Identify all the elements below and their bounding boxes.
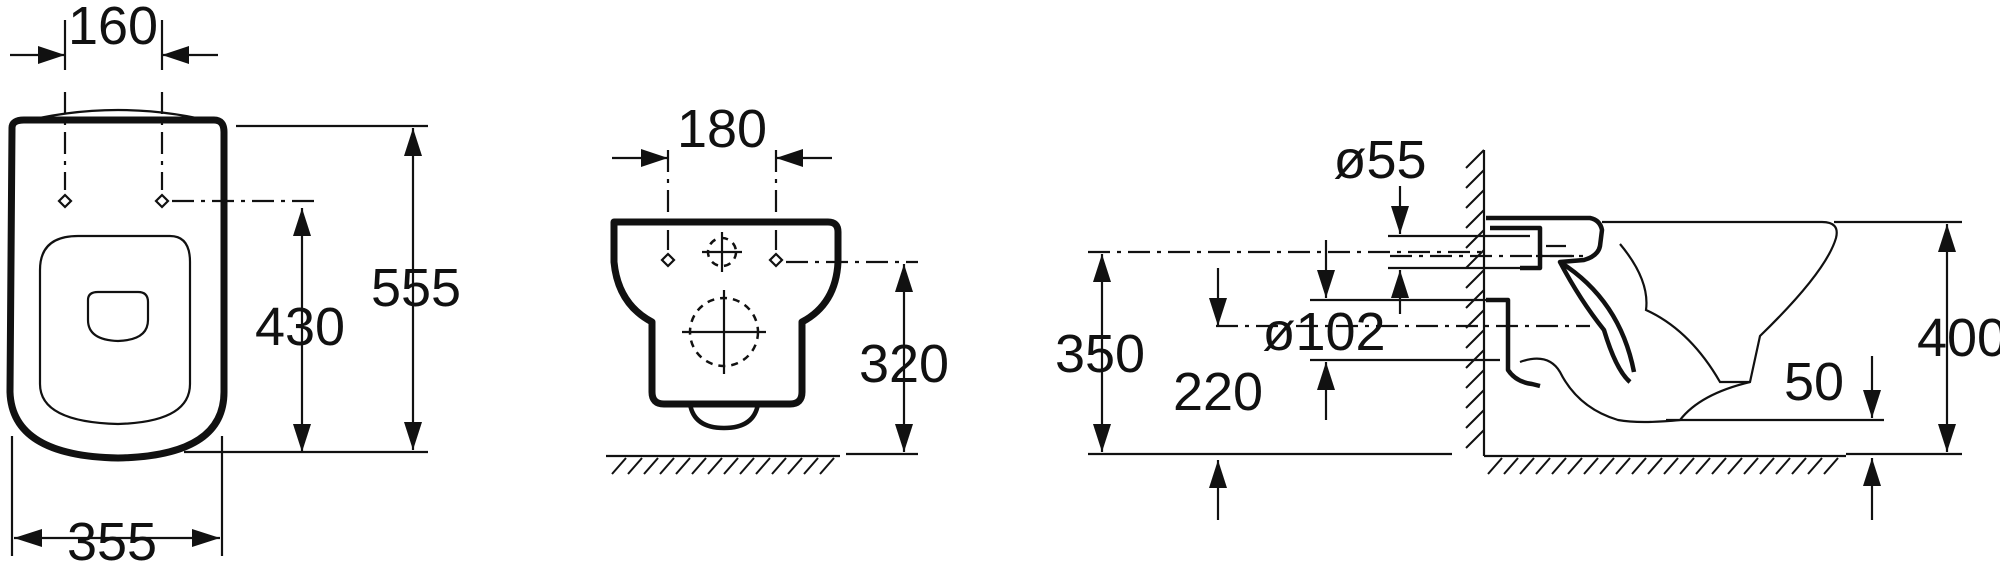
side-view-trap [1486,297,1541,389]
dim-220: 220 [1173,268,1263,520]
dim-220-label: 220 [1173,362,1263,422]
dim-355-label: 355 [67,512,157,563]
dim-555-label: 555 [371,258,461,318]
top-view-bowl-outline [6,116,228,462]
side-view-wall [1465,149,1486,456]
front-view-bowl-outline [610,218,842,408]
side-view-body [1619,243,1750,384]
front-view-fixing-holes [660,232,784,272]
top-view-rim-line [13,108,223,126]
front-view: 180 320 [606,99,949,475]
dim-180-label: 180 [677,99,767,159]
dim-50: 50 [1666,352,1884,520]
dim-d102: ø102 [1262,240,1500,420]
top-view-fixing-holes [57,193,170,209]
dim-d102-label: ø102 [1262,302,1385,362]
dim-430: 430 [255,208,345,452]
dim-160-label: 160 [68,0,158,56]
side-view: 400 50 350 220 [1055,130,2000,520]
side-view-bowl-outline [1486,215,1632,384]
front-view-outlet [682,290,766,374]
dim-180: 180 [612,99,832,167]
dim-430-label: 430 [255,297,345,357]
side-view-inlet [1490,225,1543,271]
front-view-floor [606,454,840,475]
dim-400-label: 400 [1917,308,2000,368]
side-view-bowl-inner [1558,260,1637,373]
dim-160: 160 [10,0,218,70]
dim-350: 350 [1055,254,1452,456]
dim-350-label: 350 [1055,324,1145,384]
dim-355: 355 [10,436,224,563]
top-view-seat [38,234,192,426]
top-view-drain-hole [86,290,150,343]
dim-320-label: 320 [859,334,949,394]
dim-400: 400 [1834,220,2000,456]
front-view-trap [687,403,761,431]
side-view-floor [1484,454,1846,475]
dim-d55: ø55 [1333,130,1530,314]
dim-320: 320 [846,264,949,456]
dim-d55-label: ø55 [1333,130,1426,190]
dim-555: 555 [184,124,461,454]
dim-50-label: 50 [1784,352,1844,412]
side-view-bowl-rim [1519,220,1838,424]
top-view: 160 430 555 355 [6,0,461,563]
